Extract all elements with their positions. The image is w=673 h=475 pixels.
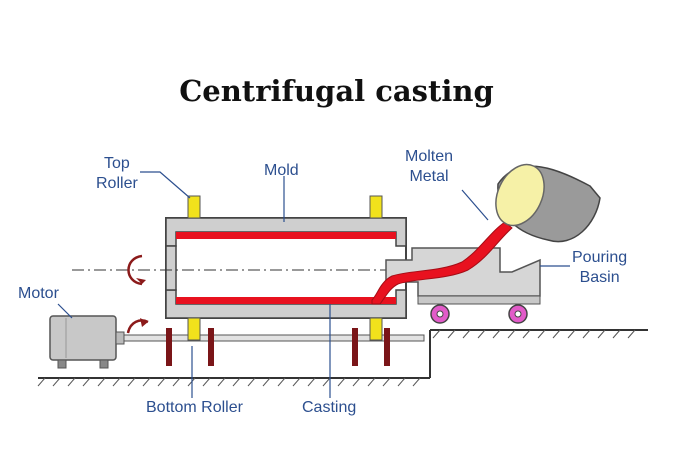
label-molten-metal-line2: Metal [409, 168, 449, 185]
label-mold: Mold [264, 162, 299, 179]
label-pouring-basin-line2: Basin [579, 269, 620, 286]
drive-shaft [123, 334, 425, 342]
molten-metal-stream [371, 221, 513, 305]
label-top-roller-line1: Top [104, 155, 130, 172]
label-motor: Motor [18, 285, 59, 302]
leader-lines [57, 171, 570, 398]
label-pouring-basin: Pouring Basin [572, 248, 627, 288]
bottom-rollers [187, 317, 383, 341]
casting-layer [176, 232, 396, 304]
ladle [495, 163, 601, 243]
label-pouring-basin-line1: Pouring [572, 249, 628, 266]
motor [49, 315, 125, 369]
label-molten-metal: Molten Metal [405, 147, 453, 187]
label-bottom-roller: Bottom Roller [146, 399, 243, 416]
bottom-supports [166, 328, 390, 366]
label-molten-metal-line1: Molten [405, 148, 454, 165]
top-rollers [187, 195, 383, 219]
diagram-title: Centrifugal casting [179, 74, 494, 108]
label-casting: Casting [302, 399, 357, 416]
rotation-arrow-icon [126, 254, 149, 334]
cart-wheels [430, 304, 528, 324]
label-top-roller: Top Roller [96, 154, 138, 194]
ground [37, 329, 648, 387]
label-top-roller-line2: Roller [96, 175, 138, 192]
